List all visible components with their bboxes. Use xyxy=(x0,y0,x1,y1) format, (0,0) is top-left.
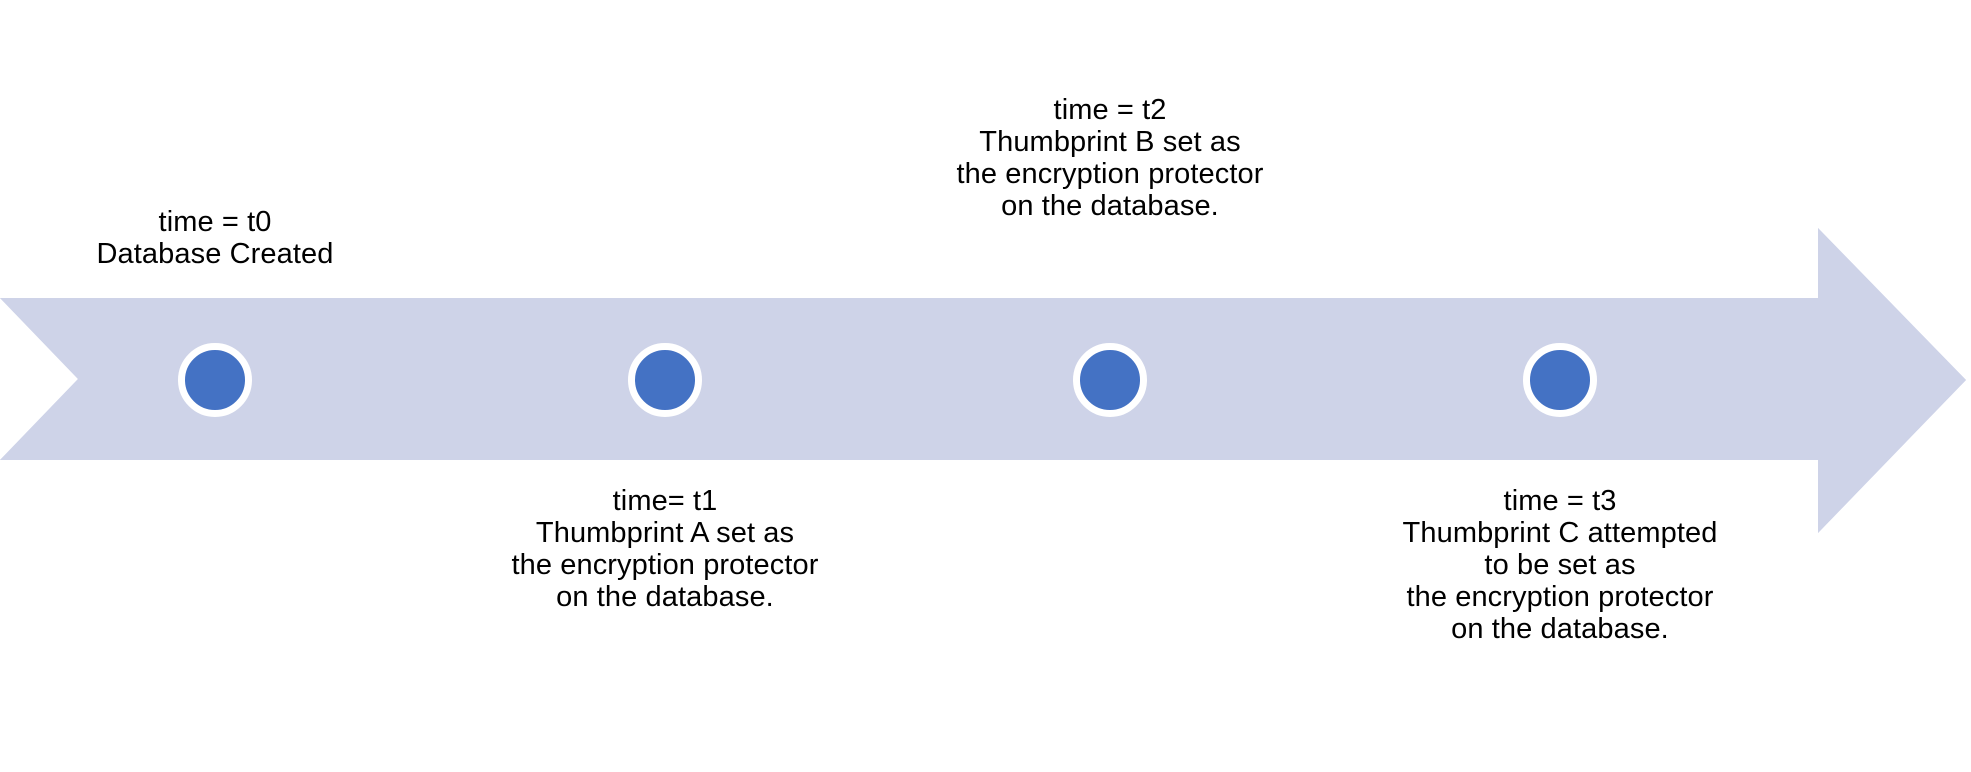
event-label-t1-line-3: on the database. xyxy=(556,581,774,613)
event-label-t2-line-0: time = t2 xyxy=(1053,94,1167,126)
event-label-t2: time = t2 Thumbprint B set as the encryp… xyxy=(956,94,1263,222)
event-label-t3: time = t3 Thumbprint C attempted to be s… xyxy=(1403,485,1718,645)
event-label-t2-line-2: the encryption protector xyxy=(956,158,1264,190)
event-label-t0-line-1: Database Created xyxy=(96,238,334,270)
event-marker-t3[interactable] xyxy=(1523,343,1597,417)
event-marker-t0[interactable] xyxy=(178,343,252,417)
event-label-t1-line-0: time= t1 xyxy=(612,485,718,517)
event-label-t3-line-3: the encryption protector xyxy=(1406,581,1714,613)
event-label-t3-line-0: time = t3 xyxy=(1503,485,1617,517)
event-label-t2-line-1: Thumbprint B set as xyxy=(979,126,1241,158)
event-label-t0: time = t0 Database Created xyxy=(97,206,334,270)
event-label-t1-line-2: the encryption protector xyxy=(511,549,819,581)
event-label-t3-line-2: to be set as xyxy=(1484,549,1636,581)
event-label-t3-line-4: on the database. xyxy=(1451,613,1669,645)
event-label-t2-line-3: on the database. xyxy=(1001,190,1219,222)
event-label-t1: time= t1 Thumbprint A set as the encrypt… xyxy=(511,485,818,613)
event-label-t1-line-1: Thumbprint A set as xyxy=(535,517,795,549)
event-marker-t2[interactable] xyxy=(1073,343,1147,417)
event-label-t0-line-0: time = t0 xyxy=(158,206,272,238)
event-marker-t1[interactable] xyxy=(628,343,702,417)
event-label-t3-line-1: Thumbprint C attempted xyxy=(1402,517,1718,549)
